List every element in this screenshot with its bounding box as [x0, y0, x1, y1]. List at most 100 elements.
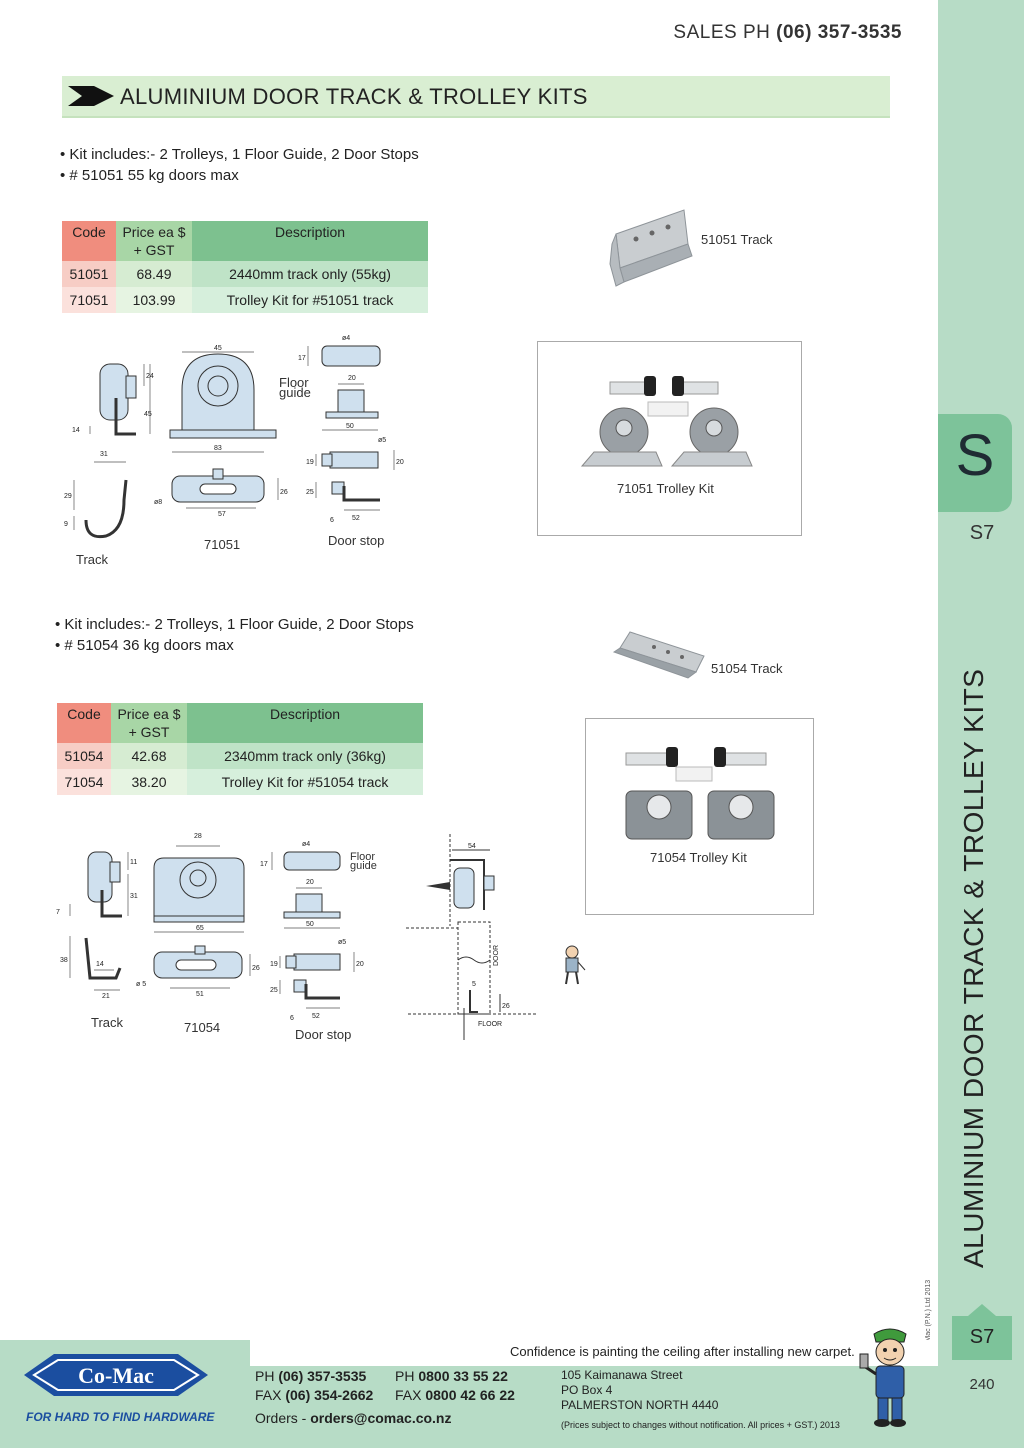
dim-phi4: ø4 [302, 841, 310, 848]
row-description: 2340mm track only (36kg) [187, 743, 423, 769]
dim-45-top: 45 [214, 345, 222, 352]
footer-phone: PH (06) 357-3535 [255, 1368, 366, 1384]
row-code: 71051 [62, 287, 116, 313]
dim-54: 54 [468, 843, 476, 850]
table-row[interactable]: 51054 42.68 2340mm track only (36kg) [57, 743, 423, 769]
mascot-painter-icon [859, 1328, 907, 1427]
section-code-bottom: S7 [969, 1326, 995, 1348]
co-mac-logo[interactable]: Co-Mac [24, 1346, 208, 1404]
kit2-track-label: Track [91, 1015, 124, 1030]
dim-50: 50 [346, 423, 354, 430]
row-code: 71054 [57, 769, 111, 795]
kit2-bullet-1: • Kit includes:- 2 Trolleys, 1 Floor Gui… [55, 616, 414, 633]
footer-fax-number: (06) 354-2662 [285, 1387, 374, 1403]
table-row[interactable]: 51051 68.49 2440mm track only (55kg) [62, 261, 428, 287]
track-51054-caption: 51054 Track [711, 661, 783, 676]
vertical-section-title: ALUMINIUM DOOR TRACK & TROLLEY KITS [958, 668, 989, 1268]
dim-17: 17 [260, 861, 268, 868]
dim-52: 52 [312, 1013, 320, 1020]
kit2-price-table: Code Price ea $ + GST Description 51054 … [57, 703, 423, 795]
footer-orders-email[interactable]: orders@comac.co.nz [310, 1410, 452, 1426]
trolley-kit-71051-image [580, 376, 753, 467]
row-price: 38.20 [111, 769, 187, 795]
kit1-bullet-2: • # 51051 55 kg doors max [60, 167, 239, 184]
dim-20b: 20 [356, 961, 364, 968]
section-code-box [952, 1316, 1012, 1360]
kit2-door-stop-label: Door stop [295, 1027, 352, 1042]
mascot-small-icon [565, 945, 586, 985]
footer-phone-number[interactable]: (06) 357-3535 [278, 1368, 367, 1384]
footer-phone-2: PH 0800 33 55 22 [395, 1368, 508, 1384]
dim-phi4: ø4 [342, 335, 350, 342]
dim-20b: 20 [396, 459, 404, 466]
row-price: 103.99 [116, 287, 192, 313]
col-price: Price ea $ + GST [111, 703, 187, 743]
footer-fax-label: FAX [255, 1387, 286, 1403]
dim-5: ø 5 [136, 981, 146, 988]
dim-5b: 5 [472, 981, 476, 988]
title-bar [62, 76, 890, 118]
dim-31: 31 [130, 893, 138, 900]
section-pointer [968, 1304, 996, 1316]
dim-24: 24 [146, 373, 154, 380]
row-description: Trolley Kit for #51051 track [192, 287, 428, 313]
row-description: 2440mm track only (55kg) [192, 261, 428, 287]
kit2-bullet-2: • # 51054 36 kg doors max [55, 637, 234, 654]
section-tab[interactable] [938, 414, 1012, 512]
dim-14: 14 [96, 961, 104, 968]
dim-19: 19 [306, 459, 314, 466]
kit1-price-table: Code Price ea $ + GST Description 51051 … [62, 221, 428, 313]
footer-fax-2-label: FAX [395, 1387, 426, 1403]
table-row[interactable]: 71054 38.20 Trolley Kit for #51054 track [57, 769, 423, 795]
door-label: DOOR [493, 945, 500, 966]
dim-31: 31 [100, 451, 108, 458]
col-price: Price ea $ + GST [116, 221, 192, 261]
sales-phone-number[interactable]: (06) 357-3535 [776, 22, 902, 43]
dim-26b: 26 [502, 1003, 510, 1010]
kit2-floor-guide-label: Floor guide [350, 851, 377, 872]
dim-29: 29 [64, 493, 72, 500]
dim-17: 17 [298, 355, 306, 362]
dim-6: 6 [290, 1015, 294, 1022]
col-description: Description [187, 703, 423, 743]
dim-51: 51 [196, 991, 204, 998]
page-number: 240 [969, 1376, 995, 1393]
track-51051-image [609, 209, 693, 287]
address-line-2: PO Box 4 [561, 1383, 613, 1397]
footer-disclaimer: (Prices subject to changes without notif… [561, 1420, 840, 1430]
kit2-technical-drawing: 11 31 7 38 14 21 28 65 51 ø 5 26 17 ø4 2… [56, 833, 364, 1022]
track-51054-image [612, 631, 705, 679]
dim-26: 26 [280, 489, 288, 496]
footer-orders: Orders - orders@comac.co.nz [255, 1410, 452, 1426]
col-code: Code [62, 221, 116, 261]
dim-25: 25 [270, 987, 278, 994]
dim-20: 20 [306, 879, 314, 886]
trolley-kit-71051-photo [537, 341, 802, 536]
trolley-kit-71054-photo [585, 718, 814, 915]
row-price: 42.68 [111, 743, 187, 769]
sales-prefix: SALES PH [673, 22, 777, 43]
col-code: Code [57, 703, 111, 743]
kit1-track-label: Track [76, 552, 109, 567]
kit1-technical-drawing: 24 45 14 31 29 9 45 83 57 ø8 26 17 ø4 20… [64, 335, 404, 539]
dim-28: 28 [194, 833, 202, 840]
footer-phone-2-number[interactable]: 0800 33 55 22 [418, 1368, 508, 1384]
installation-section-drawing: 54 5 26 DOOR FLOOR [406, 834, 538, 1040]
dim-83: 83 [214, 445, 222, 452]
dim-26: 26 [252, 965, 260, 972]
footer-phone-label: PH [255, 1368, 279, 1384]
dim-65: 65 [196, 925, 204, 932]
kit1-floor-guide-label: Floor guide [279, 375, 311, 400]
dim-38: 38 [60, 957, 68, 964]
dim-6: 6 [330, 517, 334, 524]
kit1-bullet-1: • Kit includes:- 2 Trolleys, 1 Floor Gui… [60, 146, 419, 163]
kit1-bullets: • Kit includes:- 2 Trolleys, 1 Floor Gui… [60, 144, 419, 186]
dim-19: 19 [270, 961, 278, 968]
row-code: 51051 [62, 261, 116, 287]
table-row[interactable]: 71051 103.99 Trolley Kit for #51051 trac… [62, 287, 428, 313]
dim-25: 25 [306, 489, 314, 496]
trolley-kit-71054-image [625, 747, 775, 840]
dim-45: 45 [144, 411, 152, 418]
dim-7: 7 [56, 909, 60, 916]
dim-14: 14 [72, 427, 80, 434]
